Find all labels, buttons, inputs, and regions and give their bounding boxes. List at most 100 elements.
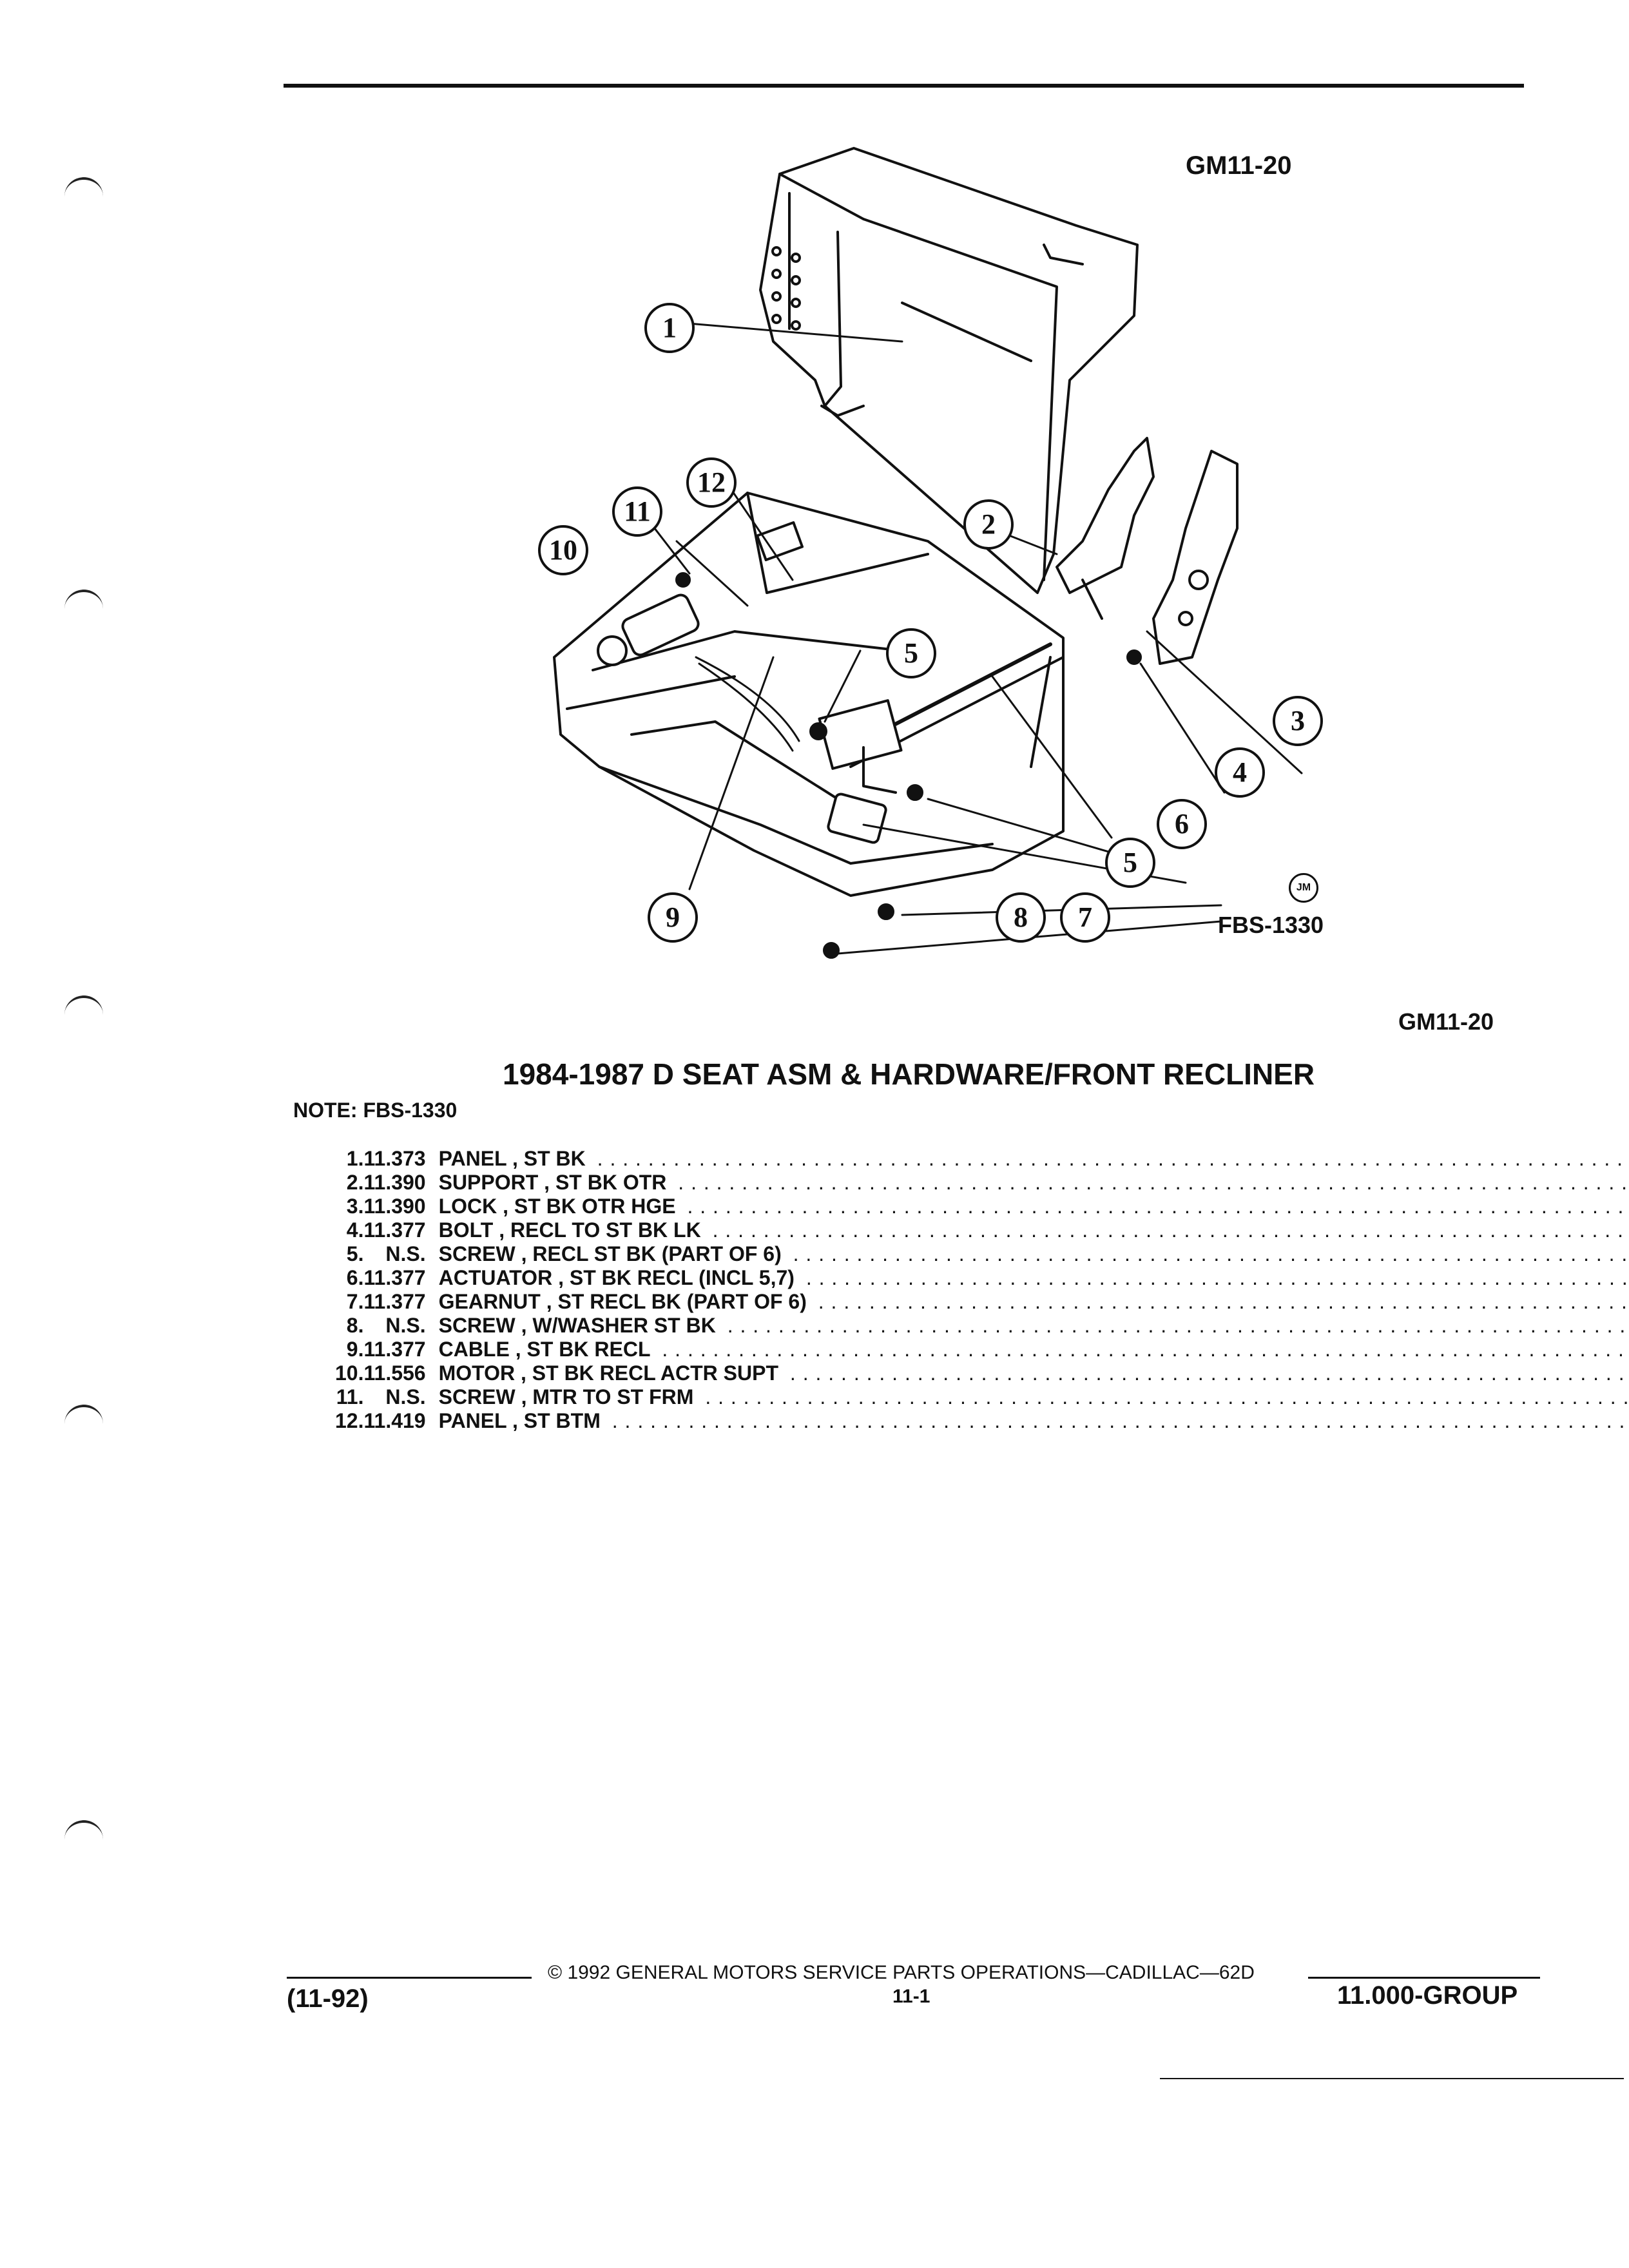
part-description-cell: ACTUATOR , ST BK RECL (INCL 5,7)	[438, 1266, 1629, 1290]
parts-row: 3.11.390 LOCK , ST BK OTR HGE	[335, 1195, 1629, 1218]
part-group-code: 11.390	[363, 1171, 426, 1194]
part-description-cell: PANEL , ST BK	[438, 1147, 1629, 1171]
part-description: GEARNUT , ST RECL BK (PART OF 6)	[438, 1290, 812, 1313]
callout-5-upper: 5	[886, 628, 936, 678]
actuator-drawing	[818, 642, 1065, 794]
part-description-cell: SCREW , RECL ST BK (PART OF 6)	[438, 1242, 1629, 1266]
part-group-code: 11.373	[363, 1147, 426, 1170]
part-description-cell: LOCK , ST BK OTR HGE	[438, 1195, 1629, 1218]
callout-2: 2	[963, 499, 1014, 550]
callout-6-label: 6	[1175, 808, 1189, 840]
seat-back-panel-drawing	[759, 147, 1139, 594]
page-title: 1984-1987 D SEAT ASM & HARDWARE/FRONT RE…	[503, 1057, 1315, 1091]
dot-leader: PANEL , ST BK	[438, 1147, 1629, 1171]
part-description-cell: PANEL , ST BTM	[438, 1409, 1629, 1433]
figure-code-top: GM11-20	[1186, 151, 1292, 180]
parts-row: 7.11.377 GEARNUT , ST RECL BK (PART OF 6)	[335, 1290, 1629, 1314]
part-item-number: 4.	[346, 1218, 364, 1242]
part-item-number: 6.	[346, 1266, 364, 1289]
dot-leader: MOTOR , ST BK RECL ACTR SUPT	[438, 1361, 1629, 1385]
part-description: PANEL , ST BK	[438, 1147, 591, 1170]
callout-12-label: 12	[697, 466, 726, 498]
part-description-cell: SUPPORT , ST BK OTR	[438, 1171, 1629, 1195]
copyright-line: © 1992 GENERAL MOTORS SERVICE PARTS OPER…	[548, 1962, 1255, 1983]
callout-2-label: 2	[981, 508, 996, 540]
part-item-number: 1.	[346, 1147, 364, 1170]
part-group-code: 11.377	[363, 1290, 426, 1313]
parts-row: 9.11.377 CABLE , ST BK RECL	[335, 1338, 1629, 1361]
callout-leader-lines	[633, 321, 1303, 955]
part-description: BOLT , RECL TO ST BK LK	[438, 1218, 706, 1242]
callout-12: 12	[686, 457, 737, 508]
part-group-code: 11.377	[363, 1266, 426, 1289]
exploded-parts-diagram	[553, 147, 1303, 959]
part-group-code: N.S.	[385, 1385, 426, 1408]
part-item-number: 7.	[346, 1290, 364, 1313]
part-item-number: 3.	[346, 1195, 364, 1218]
part-group-code: 11.419	[363, 1409, 426, 1432]
hinge-lock-drawing	[1152, 450, 1239, 665]
dot-leader: ACTUATOR , ST BK RECL (INCL 5,7)	[438, 1266, 1629, 1290]
callout-10: 10	[538, 525, 588, 575]
binder-hole-mark	[64, 995, 103, 1024]
callout-6: 6	[1157, 799, 1207, 849]
motor-and-cable-drawing	[597, 593, 800, 752]
part-group-code: 11.377	[363, 1338, 426, 1361]
part-description: SCREW , RECL ST BK (PART OF 6)	[438, 1242, 787, 1265]
part-group-code: N.S.	[385, 1314, 426, 1337]
callout-4: 4	[1215, 747, 1265, 798]
part-description: SCREW , W/WASHER ST BK	[438, 1314, 721, 1337]
footer-rule-left	[287, 1977, 532, 1979]
revision-date: (11-92)	[287, 1984, 369, 2013]
gearnut-drawing	[827, 793, 887, 844]
parts-row: 1.11.373 PANEL , ST BK	[335, 1147, 1629, 1171]
part-description-cell: GEARNUT , ST RECL BK (PART OF 6)	[438, 1290, 1629, 1314]
part-description-cell: CABLE , ST BK RECL	[438, 1338, 1629, 1361]
part-item-number: 12.	[335, 1409, 364, 1432]
part-description-cell: MOTOR , ST BK RECL ACTR SUPT	[438, 1361, 1629, 1385]
dot-leader: SUPPORT , ST BK OTR	[438, 1171, 1629, 1195]
callout-5-upper-label: 5	[904, 637, 918, 669]
seat-bottom-pan-drawing	[553, 492, 1065, 897]
part-group-code: 11.556	[363, 1361, 426, 1385]
part-description: ACTUATOR , ST BK RECL (INCL 5,7)	[438, 1266, 800, 1289]
dot-leader: SCREW , RECL ST BK (PART OF 6)	[438, 1242, 1629, 1266]
callout-3: 3	[1273, 696, 1323, 746]
parts-row: 4.11.377 BOLT , RECL TO ST BK LK	[335, 1218, 1629, 1242]
part-item-number: 8.	[346, 1314, 364, 1337]
binder-hole-mark	[64, 590, 103, 618]
parts-row: 6.11.377 ACTUATOR , ST BK RECL (INCL 5,7)	[335, 1266, 1629, 1290]
dot-leader: SCREW , MTR TO ST FRM	[438, 1385, 1629, 1409]
callout-8: 8	[996, 892, 1046, 943]
callout-3-label: 3	[1291, 705, 1305, 736]
callout-1: 1	[644, 303, 695, 353]
callout-5-lower-label: 5	[1123, 847, 1137, 878]
binder-hole-mark	[64, 1820, 103, 1849]
callout-5-lower: 5	[1105, 838, 1155, 888]
page-number: 11-1	[892, 1986, 930, 2007]
callout-10-label: 10	[549, 534, 577, 566]
part-description: CABLE , ST BK RECL	[438, 1338, 656, 1361]
parts-row: 11.N.S.SCREW , MTR TO ST FRM	[335, 1385, 1629, 1409]
note-line: NOTE: FBS-1330	[293, 1099, 458, 1122]
callout-1-label: 1	[662, 312, 677, 343]
part-item-number: 9.	[346, 1338, 364, 1361]
dot-leader: SCREW , W/WASHER ST BK	[438, 1314, 1629, 1338]
part-description: LOCK , ST BK OTR HGE	[438, 1195, 681, 1218]
part-description: PANEL , ST BTM	[438, 1409, 606, 1432]
bottom-edge-rule	[1160, 2078, 1624, 2079]
footer-rule-right	[1308, 1977, 1540, 1979]
callout-7-label: 7	[1078, 901, 1092, 933]
parts-row: 5.N.S.SCREW , RECL ST BK (PART OF 6)	[335, 1242, 1629, 1266]
dot-leader: CABLE , ST BK RECL	[438, 1338, 1629, 1361]
part-group-code: 11.377	[363, 1218, 426, 1242]
callout-11-label: 11	[624, 495, 651, 527]
callout-8-label: 8	[1014, 901, 1028, 933]
binder-hole-mark	[64, 1405, 103, 1433]
group-label: 11.000-GROUP	[1337, 1981, 1518, 2010]
part-group-code: 11.390	[363, 1195, 426, 1218]
seat-back-support-drawing	[1055, 437, 1155, 620]
